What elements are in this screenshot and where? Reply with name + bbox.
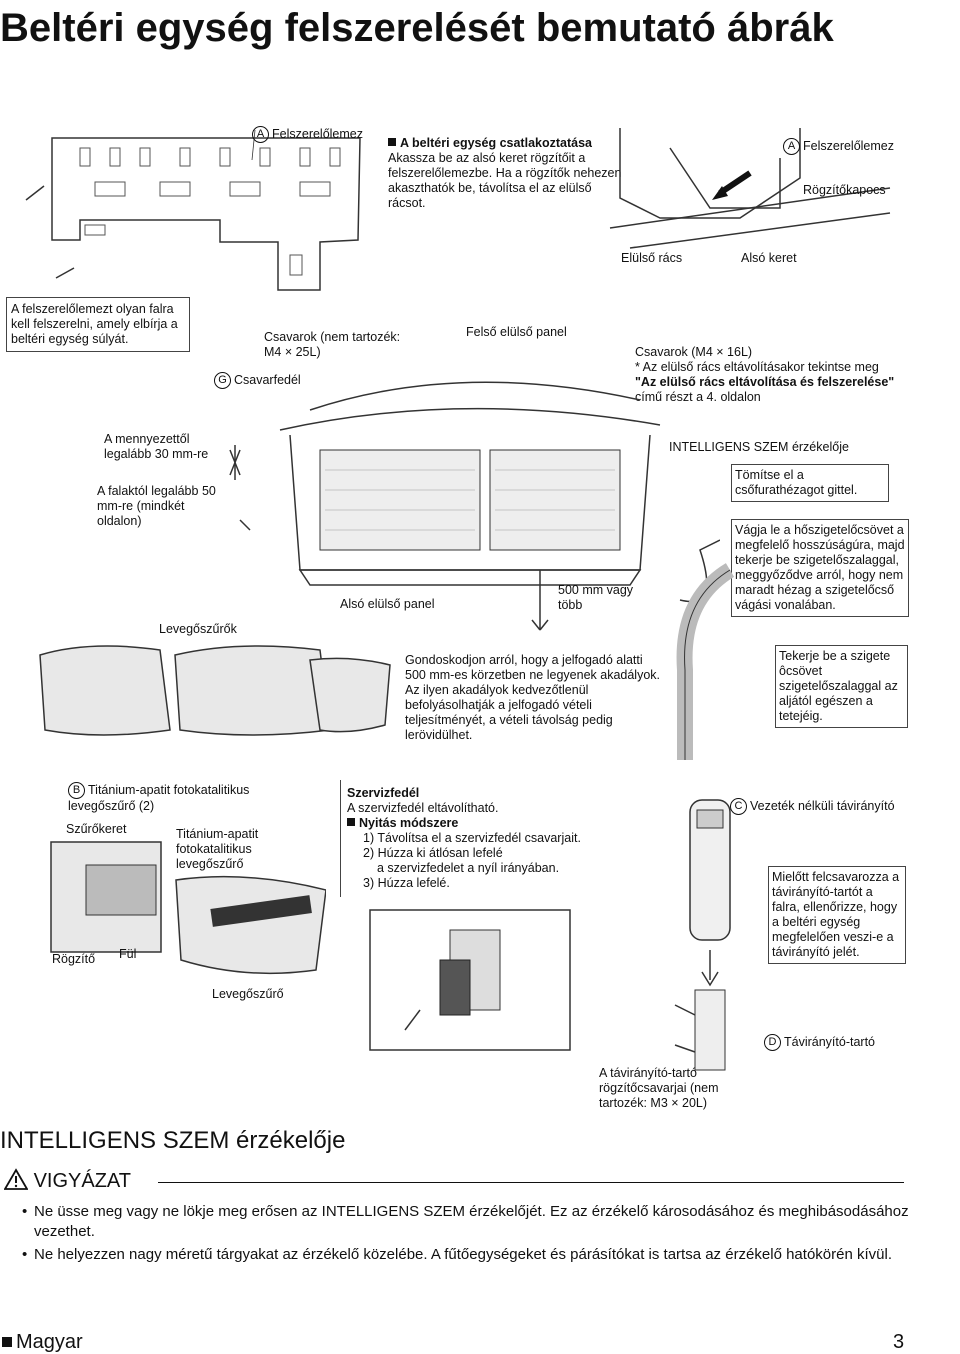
caution-heading: VIGYÁZAT xyxy=(3,1168,131,1194)
filter-frame-label: Szűrőkeret xyxy=(66,822,127,836)
indoor-unit-diagram xyxy=(229,381,720,631)
remote-drawing xyxy=(674,799,731,1071)
screws-label: Csavarok (nem tartozék: M4 × 25L) xyxy=(264,330,401,359)
eye-section-heading: INTELLIGENS SZEM érzékelője xyxy=(0,1127,346,1154)
air-filters-drawing xyxy=(39,645,391,736)
service-cover-drawing xyxy=(369,909,571,1051)
connect-instructions: A beltéri egység csatlakoztatása Akassza… xyxy=(388,136,622,210)
wall-clearance: A falaktól legalább 50 mm-re (mindkét ol… xyxy=(97,484,216,528)
cut-insulation-box: Vágja le a hőszigetelőcsövet a megfelelő… xyxy=(731,519,909,617)
before-screw-box: Mielőtt felcsavarozza a távirányító-tart… xyxy=(768,866,906,964)
mounting-plate-diagram xyxy=(25,129,361,291)
tab-label: Fül xyxy=(119,947,137,961)
filter-detail-drawing xyxy=(50,841,326,975)
footer-language: Magyar xyxy=(2,1330,83,1354)
holder-screws-label: A távirányító-tartó rögzítőcsavarjai (ne… xyxy=(599,1066,719,1110)
wrap-insulation-box: Tekerje be a szigete ôcsövet szigetelősz… xyxy=(775,645,908,728)
holder-label: Rögzítő xyxy=(52,952,96,966)
wall-note-box: A felszerelőlemezt olyan falra kell fels… xyxy=(6,297,190,352)
hook-detail-diagram xyxy=(609,128,891,249)
photocat-filter-label: Titánium-apatit fotokatalitikus levegősz… xyxy=(176,827,259,871)
intelligent-eye-label: INTELLIGENS SZEM érzékelője xyxy=(669,440,849,454)
lower-panel-label: Alsó elülső panel xyxy=(340,597,435,611)
screws-right-label: Csavarok (M4 × 16L) * Az elülső rács elt… xyxy=(635,345,895,404)
service-cover-box: Szervizfedél A szervizfedél eltávolíthat… xyxy=(340,780,593,897)
hook-label: Rögzítőkapocs xyxy=(803,183,886,197)
frame-label: Alsó keret xyxy=(741,251,797,265)
ceiling-clearance: A mennyezettől legalább 30 mm-re xyxy=(104,432,209,461)
caution-bullet-2: Ne helyezzen nagy méretű tárgyakat az ér… xyxy=(22,1245,914,1265)
page-number: 3 xyxy=(893,1331,905,1353)
air-filter-label: Levegőszűrő xyxy=(212,987,284,1001)
warning-icon xyxy=(3,1168,29,1190)
grille-label: Elülső rács xyxy=(621,251,683,265)
pipe-drawing xyxy=(676,563,735,760)
receiver-note: Gondoskodjon arról, hogy a jelfogadó ala… xyxy=(402,650,664,746)
filters-label: Levegőszűrők xyxy=(159,622,237,636)
page-title: Beltéri egység felszerelését bemutató áb… xyxy=(0,6,834,50)
clearance-500: 500 mm vagy több xyxy=(558,583,634,612)
seal-box: Tömítse el a csőfurathézagot gittel. xyxy=(731,464,889,502)
upper-panel-label: Felső elülső panel xyxy=(466,325,567,339)
caution-rule xyxy=(158,1182,904,1183)
caution-bullet-1: Ne üsse meg vagy ne lökje meg erősen az … xyxy=(22,1202,914,1242)
